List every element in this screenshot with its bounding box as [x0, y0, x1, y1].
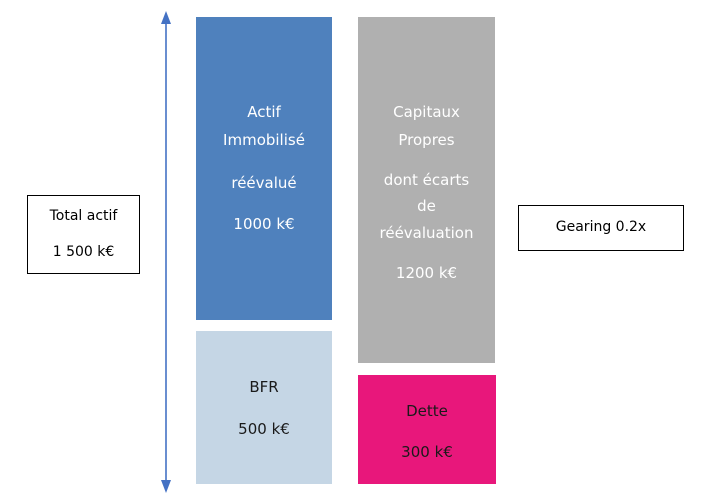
total-actif-box: Total actif 1 500 k€: [27, 195, 140, 274]
dette-value: 300 k€: [401, 443, 453, 461]
actif-immobilise-value: 1000 k€: [233, 215, 295, 233]
capitaux-propres-line2: Propres: [398, 131, 455, 149]
dette-label: Dette: [406, 402, 448, 420]
bfr-label: BFR: [249, 378, 279, 396]
bfr-value: 500 k€: [238, 420, 290, 438]
capitaux-propres-line4: de: [417, 197, 436, 215]
capitaux-propres-line1: Capitaux: [393, 103, 460, 121]
dette-block: Dette 300 k€: [358, 375, 496, 484]
actif-immobilise-line1: Actif: [247, 103, 281, 121]
total-actif-label: Total actif: [49, 208, 118, 224]
bfr-block: BFR 500 k€: [196, 331, 332, 484]
arrow-head-down-icon: [161, 480, 171, 493]
actif-immobilise-line3: réévalué: [231, 174, 297, 192]
actif-immobilise-block: Actif Immobilisé réévalué 1000 k€: [196, 17, 332, 320]
actif-immobilise-line2: Immobilisé: [223, 131, 305, 149]
total-height-double-arrow: [161, 11, 171, 493]
gearing-box: Gearing 0.2x: [518, 205, 684, 251]
capitaux-propres-line5: réévaluation: [379, 224, 474, 242]
arrow-head-up-icon: [161, 11, 171, 24]
capitaux-propres-value: 1200 k€: [395, 264, 458, 282]
capitaux-propres-line3: dont écarts: [383, 171, 470, 189]
gearing-label: Gearing 0.2x: [555, 219, 647, 235]
total-actif-value: 1 500 k€: [52, 244, 115, 260]
capitaux-propres-block: Capitaux Propres dont écarts de réévalua…: [358, 17, 495, 363]
